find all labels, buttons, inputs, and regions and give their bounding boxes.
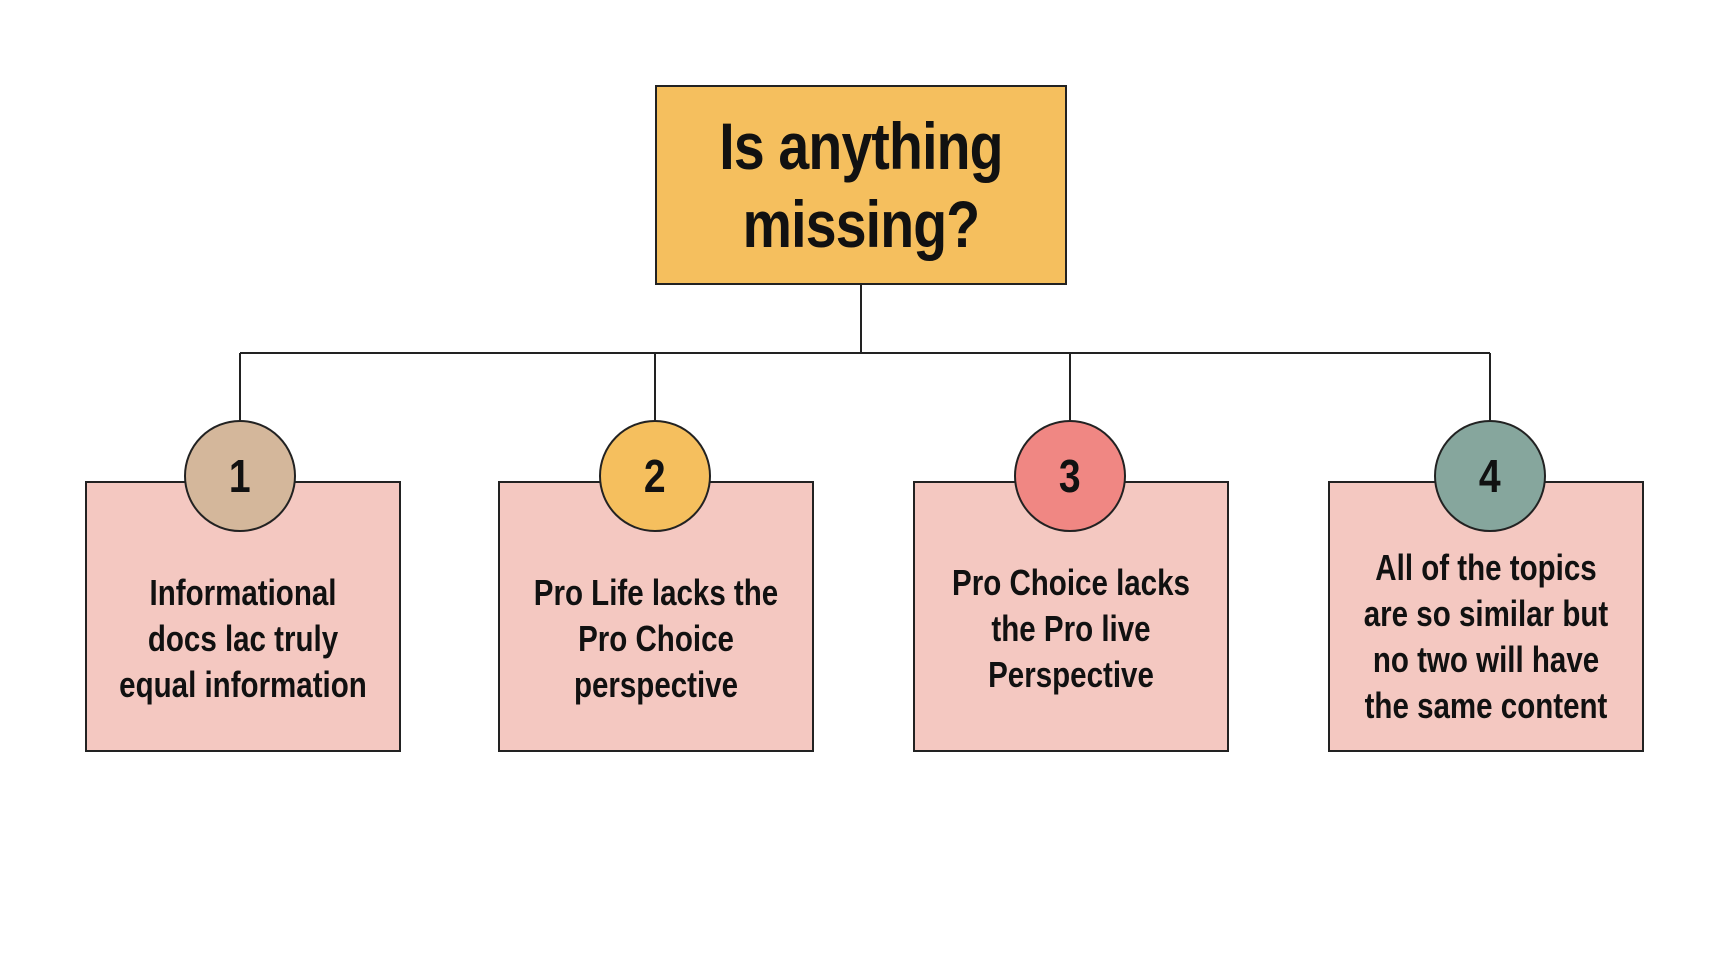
badge-number-2: 2: [644, 450, 666, 502]
item-text-2: Pro Life lacks the Pro Choice perspectiv…: [533, 571, 779, 705]
item-text-1: Informational docs lac truly equal infor…: [119, 571, 367, 705]
item-card-1: Informational docs lac truly equal infor…: [85, 481, 401, 752]
number-badge-1: 1: [184, 420, 296, 532]
number-badge-3: 3: [1014, 420, 1126, 532]
item-card-3: Pro Choice lacks the Pro live Perspectiv…: [913, 481, 1229, 752]
number-badge-2: 2: [599, 420, 711, 532]
title-box: Is anything missing?: [655, 85, 1067, 285]
badge-number-4: 4: [1479, 450, 1501, 502]
badge-number-1: 1: [229, 450, 251, 502]
item-card-2: Pro Life lacks the Pro Choice perspectiv…: [498, 481, 814, 752]
number-badge-4: 4: [1434, 420, 1546, 532]
badge-number-3: 3: [1059, 450, 1081, 502]
item-text-4: All of the topics are so similar but no …: [1363, 546, 1609, 726]
item-text-3: Pro Choice lacks the Pro live Perspectiv…: [952, 561, 1190, 695]
title-text: Is anything missing?: [719, 109, 1003, 261]
